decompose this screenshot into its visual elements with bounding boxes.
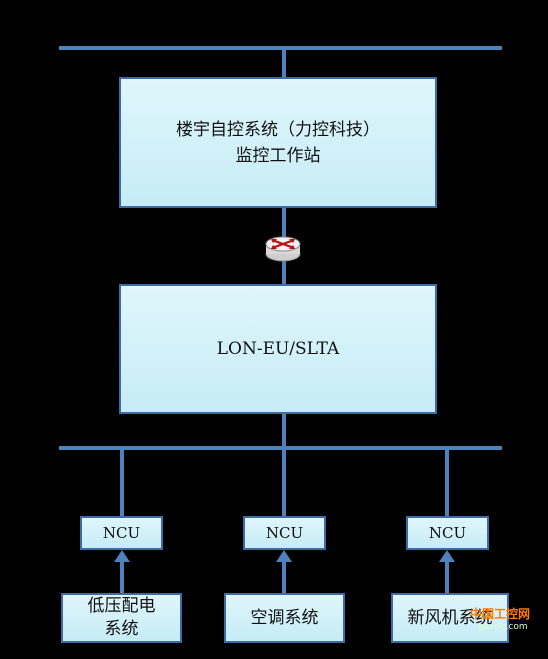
watermark-brand: 中国工控网 <box>470 607 531 621</box>
ncu-label: NCU <box>428 524 467 542</box>
subsystem-box-low-voltage: 低压配电 系统 <box>61 593 182 643</box>
arrow-up-2 <box>276 550 292 594</box>
subsystem-label-line2: 系统 <box>104 619 139 639</box>
router-icon <box>265 236 301 262</box>
arrow-up-1 <box>114 550 130 594</box>
watermark-site: gkong.com <box>478 622 528 632</box>
subsystem-label: 新风机系统 <box>407 607 493 628</box>
workstation-box: 楼宇自控系统（力控科技） 监控工作站 <box>119 77 437 208</box>
ncu-label: NCU <box>265 524 304 542</box>
subsystem-box-fresh-air: 新风机系统 <box>391 593 509 643</box>
ncu-box-2: NCU <box>243 516 326 550</box>
gateway-label: LON-EU/SLTA <box>216 339 340 359</box>
ncu-label: NCU <box>102 524 141 542</box>
arrow-up-3 <box>439 550 455 594</box>
ncu-box-1: NCU <box>80 516 163 550</box>
workstation-title: 楼宇自控系统（力控科技） <box>176 119 380 140</box>
subsystem-label: 空调系统 <box>250 607 319 628</box>
gateway-box: LON-EU/SLTA <box>119 284 437 414</box>
subsystem-label-line1: 低压配电 <box>87 596 156 616</box>
ncu-box-3: NCU <box>406 516 489 550</box>
workstation-subtitle: 监控工作站 <box>235 145 321 166</box>
subsystem-box-hvac: 空调系统 <box>224 593 345 643</box>
